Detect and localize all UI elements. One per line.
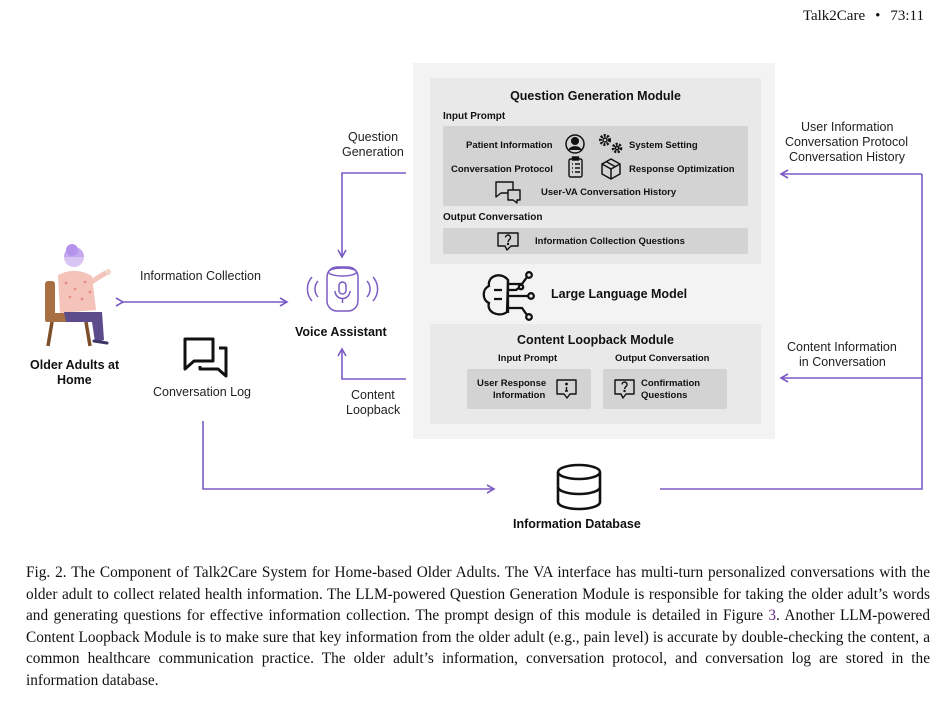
user-response-label-2: Information [493, 390, 546, 401]
llm-label: Large Language Model [551, 287, 688, 301]
confirmation-label-2: Questions [641, 390, 688, 401]
older-adults-label-1: Older Adults at [30, 358, 120, 372]
content-loopback-module: Content Loopback Module Input Prompt Out… [430, 324, 761, 424]
information-collection-questions-label: Information Collection Questions [535, 236, 685, 247]
voice-assistant-icon [306, 266, 379, 312]
clm-output-box [603, 369, 727, 409]
qgm-input-prompt-label: Input Prompt [443, 111, 506, 122]
information-database-label: Information Database [513, 517, 641, 531]
content-information-label-2: in Conversation [799, 355, 886, 369]
clm-input-box [467, 369, 591, 409]
clm-title: Content Loopback Module [517, 333, 674, 347]
content-loopback-label-1: Content [351, 388, 395, 402]
caption-part-2: . Another LLM-powered Content Loopback M… [26, 607, 930, 689]
header-separator: • [875, 8, 881, 24]
caption-part-1: Fig. 2. The Component of Talk2Care Syste… [26, 564, 930, 624]
clm-input-prompt-label: Input Prompt [498, 353, 558, 364]
figure-reference-link[interactable]: 3 [768, 607, 777, 624]
conversation-log-icon [183, 337, 228, 378]
database-feedback-line [660, 174, 923, 490]
voice-assistant-label: Voice Assistant [295, 325, 387, 339]
qgm-title: Question Generation Module [510, 89, 681, 103]
confirmation-label-1: Confirmation [641, 378, 701, 389]
question-generation-label-1: Question [348, 130, 399, 144]
info-bubble-icon [556, 379, 577, 399]
conversation-protocol-outside-label: Conversation Protocol [785, 135, 908, 149]
system-setting-label: System Setting [629, 140, 698, 151]
response-optimization-label: Response Optimization [629, 164, 735, 175]
header-page: 73:11 [890, 8, 924, 24]
llm-brain-icon [482, 271, 535, 321]
conversation-protocol-label: Conversation Protocol [451, 164, 553, 175]
header-title: Talk2Care [802, 8, 866, 24]
cube-icon [601, 158, 621, 180]
older-adults-label-2: Home [57, 373, 92, 387]
user-response-label-1: User Response [477, 378, 547, 389]
conversation-log-arrow [202, 421, 496, 494]
qgm-output-box [443, 228, 748, 254]
question-generation-module: Question Generation Module Input Prompt … [430, 78, 761, 264]
confirmation-question-icon [614, 379, 635, 399]
conversation-history-outside-label: Conversation History [789, 150, 906, 164]
conversation-history-label: User-VA Conversation History [541, 187, 677, 198]
qgm-output-label: Output Conversation [443, 212, 543, 223]
qgm-input-box [443, 126, 748, 206]
running-header: Talk2Care • 73:11 [803, 8, 924, 25]
question-generation-label-2: Generation [342, 145, 404, 159]
patient-icon [565, 134, 585, 154]
chat-bubbles-icon [495, 181, 521, 204]
user-information-label: User Information [801, 120, 894, 134]
clipboard-icon [568, 156, 583, 178]
gears-icon [599, 134, 623, 154]
older-adult-illustration [45, 244, 111, 347]
content-information-label-1: Content Information [787, 340, 897, 354]
question-bubble-icon [497, 232, 519, 251]
information-collection-label: Information Collection [140, 269, 261, 283]
content-loopback-arrow [337, 347, 406, 380]
database-icon [556, 463, 602, 511]
patient-information-label: Patient Information [466, 140, 553, 151]
figure-caption: Fig. 2. The Component of Talk2Care Syste… [26, 562, 930, 691]
question-generation-arrow [337, 172, 406, 259]
content-loopback-label-2: Loopback [346, 403, 401, 417]
conversation-log-label: Conversation Log [153, 385, 251, 399]
clm-output-label: Output Conversation [615, 353, 710, 364]
